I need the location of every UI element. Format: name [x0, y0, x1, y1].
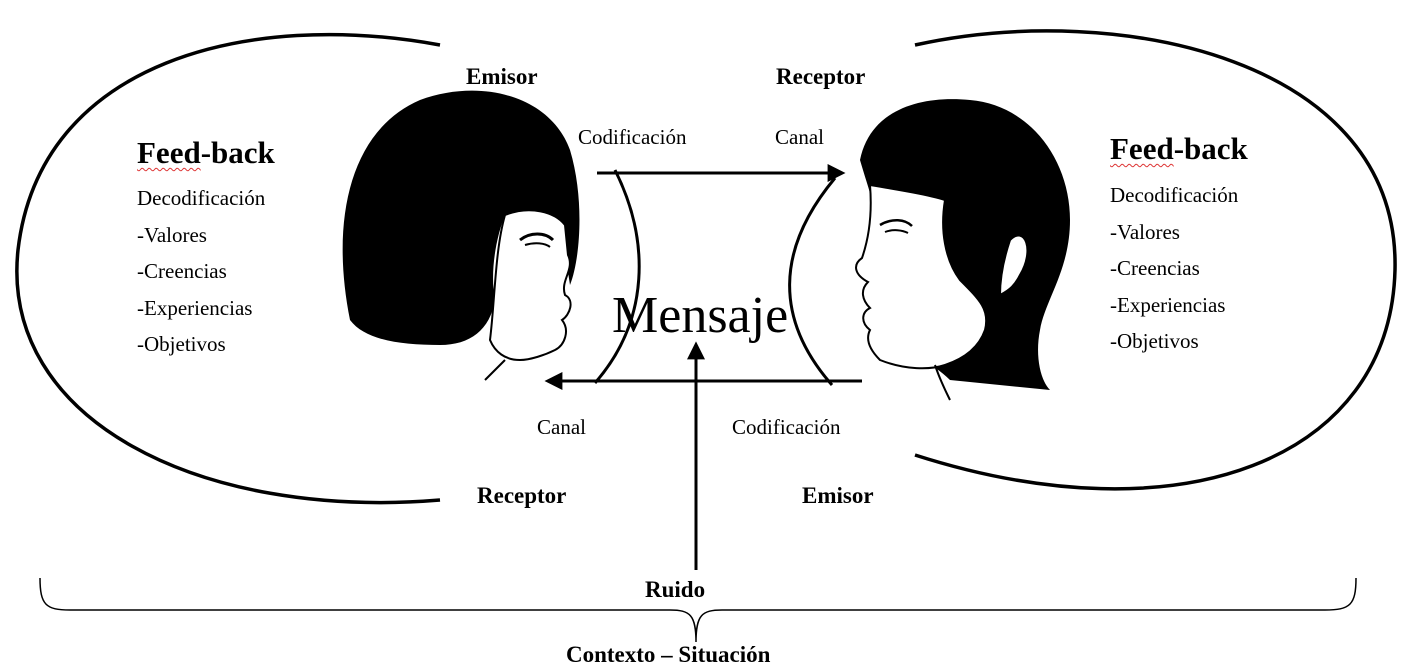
- list-item: -Experiencias: [1110, 292, 1226, 317]
- right-receptor-label: Receptor: [776, 64, 866, 89]
- left-canal-label: Canal: [537, 415, 586, 439]
- left-feedback-word: Feed: [137, 135, 201, 170]
- contexto-situacion-label: Contexto – Situación: [566, 642, 771, 667]
- list-item: -Experiencias: [137, 295, 253, 320]
- mensaje-right-curve: [788, 177, 837, 386]
- left-feedback-rest: -back: [200, 135, 275, 170]
- right-emisor-label: Emisor: [802, 483, 874, 508]
- right-canal-label: Canal: [775, 125, 824, 149]
- left-feedback-list: Decodificación -Valores -Creencias -Expe…: [137, 180, 265, 363]
- list-item: -Valores: [1110, 219, 1180, 244]
- list-item: Decodificación: [137, 186, 266, 210]
- context-brace: [39, 577, 1357, 643]
- right-feedback-rest: -back: [1173, 131, 1248, 166]
- left-receptor-label: Receptor: [477, 483, 567, 508]
- man-head-icon: [855, 99, 1070, 401]
- mensaje-left-curve: [593, 169, 641, 384]
- right-codificacion-label: Codificación: [732, 415, 841, 439]
- list-item: -Creencias: [137, 259, 227, 283]
- left-feedback-title: Feed-back: [137, 137, 275, 168]
- right-ellipse: [914, 29, 1397, 491]
- list-item: -Objetivos: [137, 332, 226, 356]
- woman-head-icon: [342, 90, 580, 381]
- left-codificacion-label: Codificación: [578, 125, 687, 149]
- list-item: -Valores: [137, 222, 207, 247]
- list-item: Decodificación: [1110, 183, 1239, 207]
- ruido-label: Ruido: [645, 577, 706, 602]
- list-item: -Objetivos: [1110, 329, 1199, 353]
- left-emisor-label: Emisor: [466, 64, 538, 89]
- right-feedback-title: Feed-back: [1110, 133, 1248, 164]
- mensaje-label: Mensaje: [612, 287, 789, 344]
- right-feedback-word: Feed: [1110, 131, 1174, 166]
- left-ellipse: [15, 32, 441, 505]
- right-feedback-list: Decodificación -Valores -Creencias -Expe…: [1110, 177, 1238, 360]
- list-item: -Creencias: [1110, 256, 1200, 280]
